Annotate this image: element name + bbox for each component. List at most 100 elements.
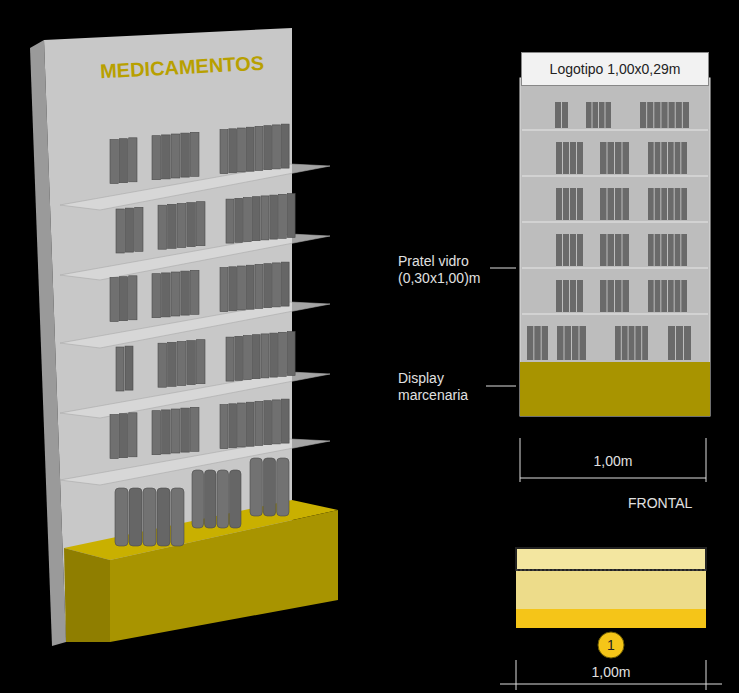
product-box [152, 136, 161, 180]
dimension-line [520, 478, 706, 479]
front-product [563, 142, 569, 174]
front-product [577, 280, 583, 312]
front-product [642, 326, 648, 360]
front-product [675, 142, 681, 174]
logo-box: Logotipo 1,00x0,29m [521, 52, 709, 86]
product-box [116, 209, 124, 253]
front-product [655, 234, 661, 266]
front-product [648, 234, 654, 266]
product-box [157, 488, 170, 546]
product-box [171, 409, 180, 453]
front-product [563, 280, 569, 312]
front-product [668, 280, 674, 312]
front-product [615, 234, 622, 266]
product-box [263, 458, 275, 516]
product-box [252, 335, 260, 379]
product-box [129, 276, 137, 320]
front-products [527, 102, 691, 360]
product-box [255, 264, 263, 308]
product-box [270, 195, 278, 239]
product-box [116, 347, 124, 391]
front-product [599, 102, 605, 128]
product-box [110, 278, 118, 322]
product-box [261, 334, 269, 378]
product-box [129, 413, 137, 457]
front-product [654, 102, 660, 128]
front-product [615, 188, 622, 220]
front-product [565, 326, 572, 360]
product-box [252, 197, 260, 241]
product-box [238, 266, 246, 310]
front-product [623, 188, 630, 220]
dimension-tick [516, 660, 517, 690]
dimension-tick [706, 438, 707, 482]
product-box [244, 336, 252, 380]
callout-circle [598, 632, 624, 658]
front-product [629, 326, 635, 360]
glass-shelf-label: Pratel vidro (0,30x1,00)m [398, 253, 498, 287]
front-shelf [522, 221, 708, 222]
product-box [281, 124, 289, 168]
product-box [273, 263, 281, 307]
product-box [125, 208, 133, 252]
front-shelf [522, 175, 708, 176]
display-side [64, 548, 110, 642]
plan-dotted [516, 570, 706, 571]
product-box [264, 264, 272, 308]
front-product [635, 326, 641, 360]
product-box [190, 270, 199, 314]
product-box [246, 265, 254, 309]
product-box [255, 126, 263, 170]
front-product [615, 326, 621, 360]
front-product [661, 142, 667, 174]
front-product [608, 142, 615, 174]
product-box [238, 403, 246, 447]
product-box [229, 404, 237, 448]
front-product [661, 234, 667, 266]
product-box [246, 402, 254, 446]
product-box [281, 262, 289, 306]
front-product [623, 280, 630, 312]
front-product [675, 280, 681, 312]
front-product [684, 326, 691, 360]
plan-top [516, 548, 706, 570]
front-product [668, 142, 674, 174]
front-product [683, 102, 689, 128]
product-box [152, 274, 161, 318]
product-box [158, 205, 167, 249]
product-box [119, 414, 127, 458]
product-box [119, 139, 127, 183]
front-product [623, 234, 630, 266]
front-product [556, 142, 562, 174]
products [110, 124, 295, 458]
plan-front [516, 609, 706, 628]
product-box [187, 203, 196, 247]
product-box [238, 128, 246, 172]
product-box [217, 470, 229, 528]
front-product [580, 326, 587, 360]
product-box [277, 458, 289, 516]
front-product [570, 142, 576, 174]
front-product [681, 188, 687, 220]
front-product [542, 326, 548, 360]
front-product [648, 188, 654, 220]
product-box [273, 125, 281, 169]
product-box [246, 127, 254, 171]
products [115, 458, 289, 546]
callout-number: 1 [597, 631, 625, 659]
front-product [606, 102, 612, 128]
product-box [281, 399, 289, 443]
front-product [622, 326, 628, 360]
product-box [125, 346, 133, 390]
front-shelf [522, 129, 708, 130]
product-box [229, 267, 237, 311]
plan-body [516, 548, 706, 628]
front-product [615, 142, 622, 174]
product-box [177, 342, 186, 386]
front-product [661, 280, 667, 312]
product-box [220, 405, 228, 449]
front-product [640, 102, 646, 128]
product-box [190, 407, 199, 451]
product-box [205, 470, 217, 528]
